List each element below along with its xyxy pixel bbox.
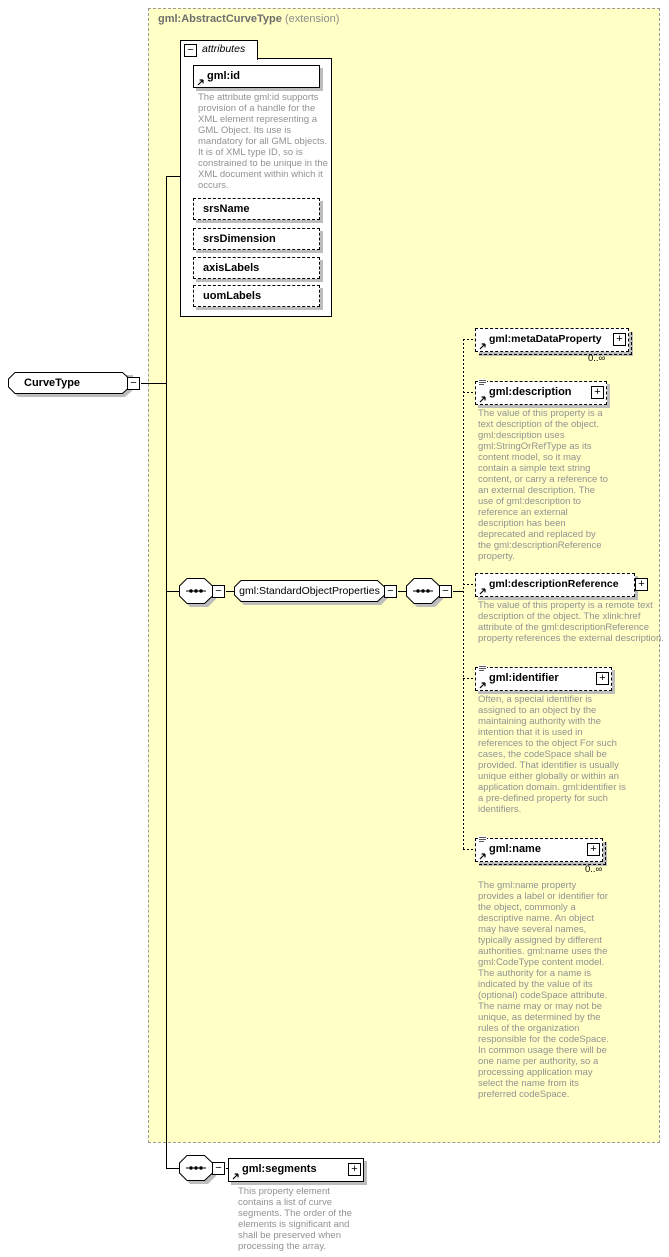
attribute-label: gml:id bbox=[207, 70, 240, 82]
expand-toggle[interactable]: + bbox=[591, 386, 604, 399]
attribute-gml-id-doc: The attribute gml:id supports provision … bbox=[198, 92, 328, 191]
element-label: gml:description bbox=[489, 386, 572, 398]
expand-toggle[interactable]: + bbox=[587, 843, 600, 856]
attribute-label: uomLabels bbox=[203, 290, 262, 302]
element-name[interactable]: gml:name + bbox=[475, 836, 606, 865]
expand-toggle[interactable]: + bbox=[613, 333, 626, 346]
attribute-label: srsName bbox=[203, 203, 250, 215]
element-label: gml:name bbox=[489, 843, 541, 855]
collapse-toggle[interactable]: − bbox=[212, 1162, 225, 1175]
element-identifier[interactable]: gml:identifier + bbox=[475, 665, 612, 691]
attribute-uomlabels[interactable]: uomLabels bbox=[193, 285, 320, 307]
element-description[interactable]: gml:description + bbox=[475, 379, 607, 405]
collapse-toggle[interactable]: − bbox=[212, 585, 225, 598]
attribute-srsname[interactable]: srsName bbox=[193, 198, 320, 220]
group-standardobjectproperties[interactable]: gml:StandardObjectProperties bbox=[234, 580, 388, 605]
root-element-label: CurveType bbox=[24, 377, 81, 389]
element-label: gml:segments bbox=[242, 1163, 317, 1175]
reference-arrow-icon bbox=[479, 853, 486, 860]
collapse-toggle[interactable]: − bbox=[384, 585, 397, 598]
expand-toggle[interactable]: + bbox=[596, 672, 609, 685]
element-name-doc: The gml:name property provides a label o… bbox=[478, 880, 609, 1100]
attribute-srsdimension[interactable]: srsDimension bbox=[193, 228, 320, 250]
collapse-toggle[interactable]: − bbox=[184, 44, 197, 57]
element-metadataproperty[interactable]: gml:metaDataProperty + bbox=[475, 328, 632, 355]
derivation-qualifier: (extension) bbox=[284, 13, 340, 25]
element-label: gml:identifier bbox=[489, 672, 559, 684]
collapse-toggle[interactable]: − bbox=[127, 377, 140, 390]
occurrence-label: 0..∞ bbox=[585, 864, 603, 875]
root-element-curvetype[interactable]: CurveType bbox=[8, 372, 133, 397]
expand-toggle[interactable]: + bbox=[635, 578, 648, 591]
element-identifier-doc: Often, a special identifier is assigned … bbox=[478, 694, 626, 815]
group-label: gml:StandardObjectProperties bbox=[239, 585, 380, 597]
element-label: gml:descriptionReference bbox=[489, 578, 619, 590]
sequence-icon bbox=[406, 578, 443, 607]
reference-arrow-icon bbox=[232, 1173, 239, 1180]
element-segments[interactable]: gml:segments + bbox=[228, 1158, 364, 1182]
attribute-label: axisLabels bbox=[203, 262, 260, 274]
annotation-icon bbox=[478, 836, 487, 843]
reference-arrow-icon bbox=[197, 79, 204, 86]
occurrence-label: 0..∞ bbox=[588, 353, 606, 364]
sequence-compositor bbox=[406, 578, 443, 607]
attribute-label: srsDimension bbox=[203, 233, 276, 245]
element-label: gml:metaDataProperty bbox=[489, 333, 602, 345]
annotation-icon bbox=[478, 665, 487, 672]
reference-arrow-icon bbox=[479, 682, 486, 689]
extension-frame-title: gml:AbstractCurveType (extension) bbox=[158, 13, 339, 25]
octagon-shape bbox=[8, 372, 133, 397]
sequence-icon bbox=[179, 578, 216, 607]
sequence-compositor bbox=[179, 578, 216, 607]
reference-arrow-icon bbox=[479, 343, 486, 350]
reference-arrow-icon bbox=[479, 396, 486, 403]
reference-arrow-icon bbox=[479, 588, 486, 595]
sequence-icon bbox=[179, 1155, 216, 1184]
collapse-toggle[interactable]: − bbox=[439, 585, 452, 598]
attribute-gml-id[interactable]: gml:id bbox=[193, 65, 320, 88]
element-descriptionreference[interactable]: gml:descriptionReference + bbox=[475, 573, 648, 597]
element-segments-doc: This property element contains a list of… bbox=[238, 1186, 352, 1252]
sequence-compositor bbox=[179, 1155, 216, 1184]
annotation-icon bbox=[478, 379, 487, 386]
attributes-tab-label: attributes bbox=[202, 43, 246, 55]
base-type-name: gml:AbstractCurveType bbox=[158, 13, 282, 25]
expand-toggle[interactable]: + bbox=[348, 1163, 361, 1176]
octagon-shape bbox=[234, 580, 388, 605]
element-descriptionreference-doc: The value of this property is a remote t… bbox=[478, 600, 664, 644]
attribute-axislabels[interactable]: axisLabels bbox=[193, 257, 320, 279]
element-description-doc: The value of this property is a text des… bbox=[478, 408, 608, 562]
attributes-tab: − attributes bbox=[180, 40, 258, 60]
